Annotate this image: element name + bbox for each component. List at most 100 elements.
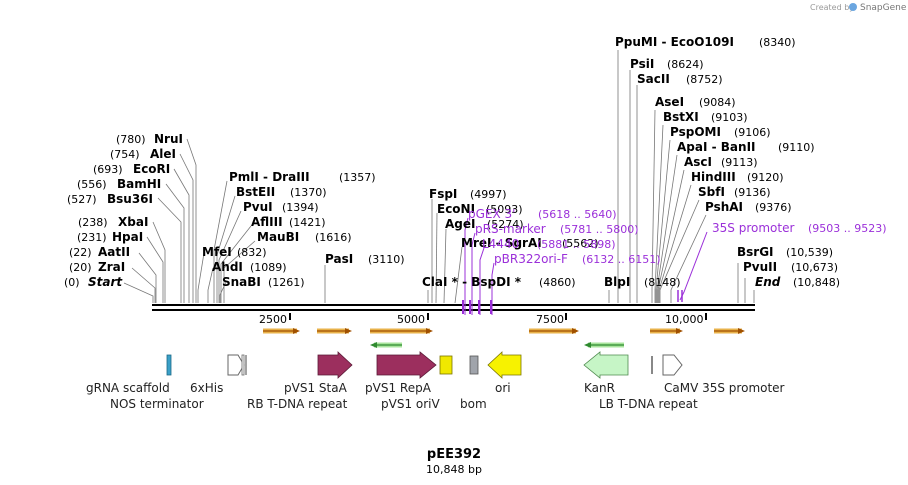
feature-label: NOS terminator — [110, 397, 204, 411]
site-leaders-mid — [197, 180, 463, 304]
site-pos: (8340) — [759, 36, 796, 49]
feature-kanr — [583, 351, 629, 379]
site-name-end: End — [755, 275, 781, 289]
site-pos: (22) — [69, 246, 92, 259]
site-name: AflIII — [251, 215, 283, 229]
site-name-start: Start — [88, 275, 123, 289]
site-name: BstEII — [236, 185, 275, 199]
site-pos: (693) — [93, 163, 123, 176]
site-leaders-right — [608, 50, 755, 303]
site-name: AseI — [655, 95, 684, 109]
right-site-labels: PpuMI - EcoO109I (8340) PsiI (8624) SacI… — [604, 35, 840, 289]
tick-label: 5000 — [397, 313, 425, 326]
feature-6xhis — [241, 354, 245, 376]
feature-nos-terminator — [227, 354, 245, 376]
feature-pvs1-staa — [317, 351, 353, 379]
site-pos: (9113) — [721, 156, 758, 169]
site-name: FspI — [429, 187, 457, 201]
site-name: MfeI — [202, 245, 232, 259]
primer-name: L4440 — [482, 237, 519, 251]
site-pos: (4997) — [470, 188, 507, 201]
site-pos: (20) — [69, 261, 92, 274]
plasmid-name: pEE392 — [427, 447, 481, 462]
site-name: SacII — [637, 72, 670, 86]
site-pos: (1421) — [289, 216, 326, 229]
orf-arrow-reverse — [370, 342, 402, 348]
site-name: PmlI - DraIII — [229, 170, 310, 184]
credit-text: Created by — [810, 3, 854, 12]
site-pos: (10,673) — [791, 261, 838, 274]
site-pos: (10,848) — [793, 276, 840, 289]
primer-labels: pGEX 3' (5618 .. 5640) pRS-marker (5781 … — [468, 207, 887, 266]
site-name: SbfI — [698, 185, 725, 199]
site-pos: (556) — [77, 178, 107, 191]
site-name: PshAI — [705, 200, 743, 214]
site-name: MauBI — [257, 230, 299, 244]
site-pos: (4860) — [539, 276, 576, 289]
feature-label: RB T-DNA repeat — [247, 397, 348, 411]
primer-range: (5781 .. 5800) — [560, 223, 639, 236]
site-name: AatII — [98, 245, 130, 259]
orf-arrow — [317, 328, 352, 334]
site-name: ZraI — [98, 260, 125, 274]
site-name: EcoRI — [133, 162, 170, 176]
feature-ori — [487, 351, 522, 379]
feature-labels: gRNA scaffold NOS terminator 6xHis RB T-… — [86, 381, 785, 411]
feature-label: KanR — [584, 381, 615, 395]
site-name: ClaI * - BspDI * — [422, 275, 522, 289]
site-name: MreI - SgrAI — [461, 236, 542, 250]
feature-grna-scaffold — [166, 354, 172, 376]
site-name: PvuI — [243, 200, 273, 214]
site-pos: (9120) — [747, 171, 784, 184]
site-name: PsiI — [630, 57, 654, 71]
site-name: HindIII — [691, 170, 736, 184]
orf-arrow — [650, 328, 683, 334]
site-pos: (527) — [67, 193, 97, 206]
site-pos: (5274) — [487, 218, 524, 231]
mid-site-labels: PmlI - DraIII (1357) BstEII (1370) PvuI … — [202, 170, 599, 289]
feature-camv-35s-promoter — [662, 354, 683, 376]
feature-label: ori — [495, 381, 511, 395]
site-pos: (3110) — [368, 253, 405, 266]
site-name: PspOMI — [670, 125, 721, 139]
site-pos: (8752) — [686, 73, 723, 86]
primer-range: (5618 .. 5640) — [538, 208, 617, 221]
primer-name: pGEX 3' — [468, 207, 515, 221]
tick-label: 2500 — [259, 313, 287, 326]
site-pos: (238) — [78, 216, 108, 229]
orf-arrow — [714, 328, 745, 334]
credit-brand: SnapGene — [860, 3, 907, 13]
site-pos: (1394) — [282, 201, 319, 214]
site-name: BstXI — [663, 110, 699, 124]
site-pos: (9110) — [778, 141, 815, 154]
feature-pvs1-oriv — [439, 355, 453, 375]
scale-ticks: 2500 5000 7500 10,000 — [259, 313, 707, 326]
snapgene-logo-icon — [849, 3, 857, 11]
feature-label: CaMV 35S promoter — [664, 381, 785, 395]
site-pos: (10,539) — [786, 246, 833, 259]
feature-label: 6xHis — [190, 381, 223, 395]
site-name: EcoNI — [437, 202, 475, 216]
feature-pvs1-repa — [376, 351, 437, 379]
site-leaders-left — [123, 138, 197, 303]
site-name: ApaI - BanII — [677, 140, 756, 154]
site-pos: (754) — [110, 148, 140, 161]
site-name: AscI — [684, 155, 712, 169]
site-name: AgeI — [445, 217, 475, 231]
orf-arrow — [370, 328, 433, 334]
primer-name: 35S promoter — [712, 221, 794, 235]
site-pos: (8148) — [644, 276, 681, 289]
site-pos: (1357) — [339, 171, 376, 184]
orf-arrow — [529, 328, 579, 334]
site-pos: (9376) — [755, 201, 792, 214]
site-pos: (5093) — [486, 203, 523, 216]
site-pos: (231) — [77, 231, 107, 244]
orf-arrow-reverse — [584, 342, 624, 348]
primer-range: (6132 .. 6151) — [582, 253, 661, 266]
primer-name: pRS-marker — [475, 222, 546, 236]
site-name: SnaBI — [222, 275, 261, 289]
site-pos: (9106) — [734, 126, 771, 139]
site-name: BsrGI — [737, 245, 774, 259]
site-pos: (832) — [237, 246, 267, 259]
